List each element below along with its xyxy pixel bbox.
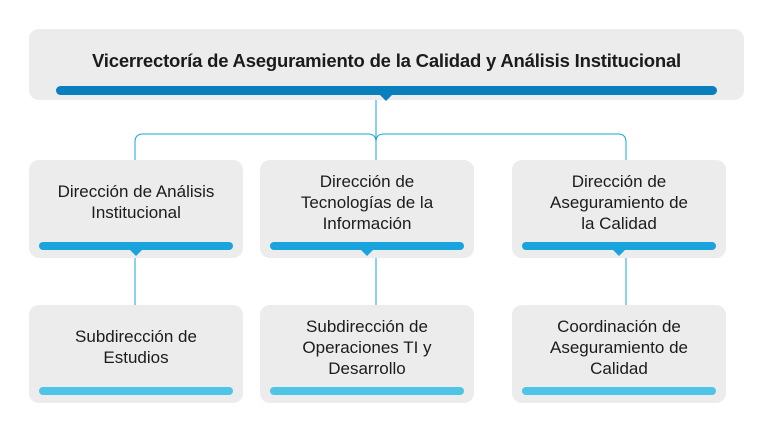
label-line: Dirección de: [319, 171, 415, 191]
direccion-tecnologias-label: Dirección de Tecnologías de la Informaci…: [266, 164, 468, 240]
label-line: Subdirección de: [306, 316, 428, 336]
label-line: Subdirección de: [75, 327, 197, 346]
vicerrectoria-title: Vicerrectoría de Aseguramiento de la Cal…: [91, 50, 681, 71]
vicerrectoria-pointer: [380, 95, 392, 101]
connector-branch-left: [134, 133, 377, 160]
label-line: Coordinación de: [557, 316, 681, 336]
label-line: Dirección de Análisis: [57, 182, 215, 201]
direccion-analisis-label: Dirección de Análisis Institucional: [35, 164, 237, 240]
coordinacion-calidad-label: Coordinación de Aseguramiento de Calidad: [518, 309, 720, 385]
direccion-aseguramiento-box: Dirección de Aseguramiento de la Calidad: [512, 160, 726, 258]
label-line: Institucional: [91, 203, 181, 222]
direccion-tecnologias-accent-bar: [270, 242, 464, 250]
coordinacion-calidad-accent-bar: [522, 387, 716, 395]
label-line: Desarrollo: [328, 358, 406, 378]
direccion-aseguramiento-pointer: [613, 250, 625, 256]
coordinacion-calidad-box: Coordinación de Aseguramiento de Calidad: [512, 305, 726, 403]
vicerrectoria-accent-bar: [56, 86, 717, 95]
direccion-analisis-pointer: [130, 250, 142, 256]
direccion-tecnologias-pointer: [361, 250, 373, 256]
direccion-aseguramiento-accent-bar: [522, 242, 716, 250]
connector-branch-right: [375, 133, 627, 160]
label-line: Tecnologías de la: [300, 192, 434, 212]
label-line: Aseguramiento de: [550, 337, 688, 357]
subdireccion-operaciones-accent-bar: [270, 387, 464, 395]
label-line: Operaciones TI y: [302, 337, 432, 357]
subdireccion-estudios-accent-bar: [39, 387, 233, 395]
subdireccion-operaciones-box: Subdirección de Operaciones TI y Desarro…: [260, 305, 474, 403]
label-line: Información: [322, 213, 412, 233]
direccion-tecnologias-box: Dirección de Tecnologías de la Informaci…: [260, 160, 474, 258]
label-line: Calidad: [590, 358, 648, 378]
direccion-aseguramiento-label: Dirección de Aseguramiento de la Calidad: [518, 164, 720, 240]
direccion-analisis-box: Dirección de Análisis Institucional: [29, 160, 243, 258]
subdireccion-operaciones-label: Subdirección de Operaciones TI y Desarro…: [266, 309, 468, 385]
label-line: la Calidad: [581, 213, 657, 233]
label-line: Estudios: [103, 348, 169, 367]
subdireccion-estudios-label: Subdirección de Estudios: [35, 309, 237, 385]
label-line: Dirección de: [571, 171, 667, 191]
vicerrectoria-box: Vicerrectoría de Aseguramiento de la Cal…: [29, 29, 744, 101]
subdireccion-estudios-box: Subdirección de Estudios: [29, 305, 243, 403]
label-line: Aseguramiento de: [550, 192, 688, 212]
direccion-analisis-accent-bar: [39, 242, 233, 250]
